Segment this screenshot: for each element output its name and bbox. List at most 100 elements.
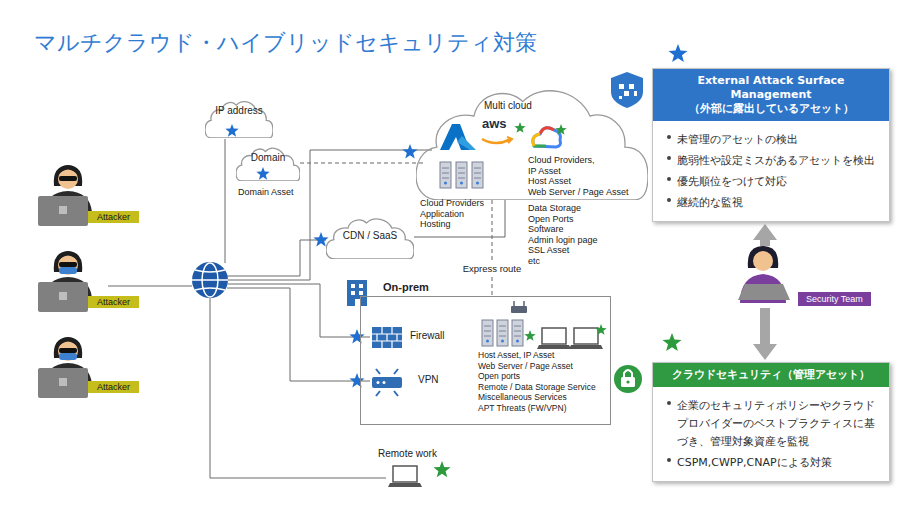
icon-label: Remote work [378, 446, 458, 494]
asset-label: Host Asset [528, 176, 571, 186]
icon-label: Firewall [370, 324, 455, 350]
cloud-logos [456, 162, 467, 188]
attackers [38, 337, 92, 398]
network-wires [225, 139, 226, 263]
security-team-figure [753, 247, 773, 258]
security-team-figure [738, 246, 790, 303]
node-text: On-prem [383, 281, 429, 293]
asset-label: APT Threats (FW/VPN) [478, 403, 566, 413]
info-panel: クラウドセキュリティ（管理アセット）企業のセキュリティポリシーやクラウドプロバイ… [652, 362, 890, 482]
cloud-shape: IP address [205, 98, 273, 138]
bullet-dot [667, 135, 671, 139]
bullet-dot [667, 156, 671, 160]
on-prem-icons [355, 299, 360, 306]
asset-label: Cloud Providers, [528, 155, 595, 165]
asset-label: SSL Asset [528, 245, 569, 255]
bullet-item: 脆弱性や設定ミスがあるアセットを検出 [665, 150, 879, 168]
on-prem-icons [497, 320, 508, 346]
node-text: Security Team [798, 292, 871, 306]
on-prem-icons [383, 381, 386, 384]
network-wires [108, 139, 432, 478]
cloud-logos [440, 162, 451, 188]
on-prem-icons [351, 291, 355, 295]
asset-label: Software [528, 224, 564, 234]
asset-label: Open Ports [528, 214, 574, 224]
panel-header: クラウドセキュリティ（管理アセット） [653, 363, 889, 387]
node-text: Domain [236, 152, 300, 163]
bullet-text: 未管理のアセットの検出 [677, 133, 798, 146]
network-wires [227, 240, 326, 276]
node-text: CDN / SaaS [326, 230, 414, 241]
on-prem-icons [482, 320, 493, 346]
on-prem-icons [359, 284, 363, 288]
attackers [38, 165, 92, 226]
asset-label: Application [420, 209, 464, 219]
node-text: Multi cloud [484, 100, 532, 111]
edge-label: Express route [461, 263, 524, 274]
cloud-shape: CDN / SaaS [326, 215, 414, 259]
bullet-text: 脆弱性や設定ミスがあるアセットを検出 [677, 154, 875, 167]
on-prem-icons [372, 377, 402, 388]
security-icons [619, 84, 637, 99]
star-mark [514, 122, 525, 133]
node-text: Domain Asset [238, 187, 294, 197]
bullet-item: CSPM,CWPP,CNAPによる対策 [665, 452, 879, 470]
security-icons [611, 72, 643, 393]
cloud-logos [472, 162, 483, 188]
bullet-item: 優先順位をつけて対応 [665, 171, 879, 189]
connector [760, 240, 770, 246]
attacker-tag: Attacker [88, 381, 139, 393]
attackers [59, 267, 77, 274]
panel-body: 未管理のアセットの検出脆弱性や設定ミスがあるアセットを検出優先順位をつけて対応継… [653, 121, 889, 221]
on-prem-icons [388, 466, 422, 487]
asset-label: aws [482, 119, 507, 129]
security-icons [626, 380, 629, 383]
security-team-figure [753, 251, 773, 271]
cloud-outline [416, 91, 648, 200]
connector [300, 163, 425, 164]
bullet-dot [667, 198, 671, 202]
node-text: Remote work [378, 448, 437, 459]
asset-label: IP Asset [528, 166, 561, 176]
on-prem-icons [537, 328, 571, 349]
star-mark [313, 232, 328, 246]
bullet-dot [667, 177, 671, 181]
star-mark [662, 333, 681, 351]
tag-text: Attacker [97, 297, 130, 307]
star-mark [256, 167, 269, 180]
attackers [38, 165, 92, 398]
panel-body: 企業のセキュリティポリシーやクラウドプロバイダーのベストプラクティスに基づき、管… [653, 387, 889, 481]
star-mark [524, 330, 535, 341]
info-panel: External Attack Surface Management（外部に露出… [652, 68, 890, 222]
star-mark [349, 373, 364, 387]
cloud-outline [326, 219, 414, 259]
on-prem-icons [351, 284, 355, 288]
asset-label: Data Storage [528, 203, 581, 213]
star-mark [402, 144, 417, 158]
asset-label: Web Server / Page Asset [478, 361, 573, 371]
bullet-dot [667, 401, 671, 405]
on-prem-icons [347, 280, 367, 306]
on-prem-icons [512, 320, 523, 346]
on-prem-icons [372, 327, 402, 348]
node-text: IP address [205, 105, 273, 116]
bullet-text: CSPM,CWPP,CNAPによる対策 [677, 456, 832, 469]
panel-header: External Attack Surface Management（外部に露出… [653, 69, 889, 121]
cloud-logos [507, 137, 512, 143]
cloud-logos [533, 134, 540, 146]
bullet-text: 優先順位をつけて対応 [677, 175, 787, 188]
asset-label: Cloud Providers [420, 198, 484, 208]
on-prem-icons [359, 291, 363, 295]
cloud-outline [236, 148, 300, 181]
star-mark [555, 124, 566, 135]
network-wires [228, 150, 432, 280]
cloud-logos [457, 136, 476, 150]
on-prem-icons [347, 280, 603, 487]
bullet-item: 未管理のアセットの検出 [665, 129, 879, 147]
tag-text: Attacker [97, 382, 130, 392]
bullet-dot [667, 458, 671, 462]
globe-icon [192, 262, 228, 298]
bullet-item: 継続的な監視 [665, 192, 879, 210]
cloud-logos [533, 128, 561, 147]
